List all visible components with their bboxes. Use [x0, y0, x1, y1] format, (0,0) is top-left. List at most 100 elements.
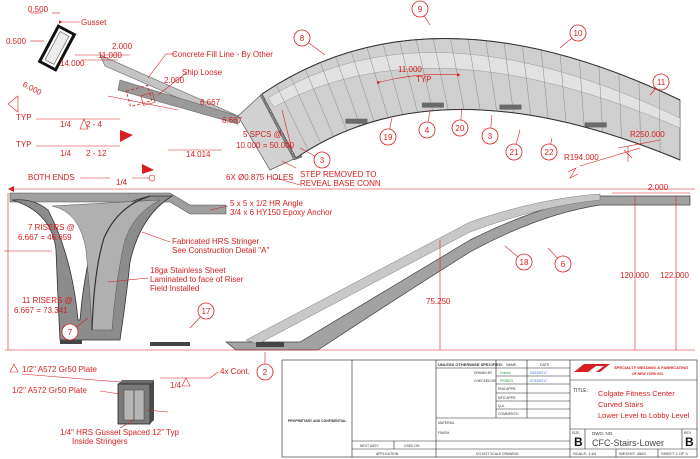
note-sheet-2: Laminated to face of Riser — [150, 275, 244, 284]
stair-treads — [275, 38, 661, 153]
plan-callout-label: 3 — [488, 132, 493, 141]
tb-unless: UNLESS OTHERWISE SPECIFIED: — [438, 362, 503, 367]
elev-callout-label: 17 — [202, 307, 211, 316]
tb-size: B — [574, 435, 583, 449]
tb-used-on: USED ON — [404, 444, 420, 448]
tb-checked-date: 07/15/2017 — [530, 379, 547, 383]
plate-label-2: 1/2" A572 Gr50 Plate — [12, 386, 87, 395]
tb-rev: B — [685, 435, 694, 449]
tb-qa: Q.A. — [498, 404, 505, 408]
plan-callout-circle — [652, 73, 670, 91]
plate-annotations: 1/2" A572 Gr50 Plate 1/2" A572 Gr50 Plat… — [9, 363, 250, 446]
plan-callout-circle — [313, 151, 331, 169]
tb-title-1: Colgate Fitness Center — [598, 389, 675, 398]
dim-2000-a: 2.000 — [112, 42, 133, 51]
plan-callout-label: 8 — [300, 34, 305, 43]
tread-line — [598, 66, 603, 133]
dim-typ: TYP — [416, 75, 432, 84]
dim-spcs-total: 10.000 = 50.000 — [236, 141, 295, 150]
dim-122: 122.000 — [660, 271, 689, 280]
dim-120: 120.000 — [620, 271, 649, 280]
elev-callout-label: 2 — [263, 368, 268, 377]
tb-material: MATERIAL — [438, 421, 455, 425]
elev-callout-circle — [515, 253, 533, 271]
plate-cont: 4x Cont. — [220, 367, 250, 376]
dim-14000: 14.000 — [60, 59, 85, 68]
elev-callout-label: 7 — [68, 328, 73, 337]
note-step-removed-1: STEP REMOVED TO — [300, 170, 376, 179]
bearing-plate — [499, 104, 522, 110]
elev-callout-label: 18 — [520, 258, 529, 267]
plate-detail — [117, 380, 154, 425]
elev-callout-circle — [61, 323, 79, 341]
elev-callout: 18 — [504, 245, 533, 271]
tread-line — [638, 81, 641, 145]
gusset-dim-top: 0.500 — [28, 5, 49, 14]
note-angle-1: 5 x 5 x 1/2 HR Angle — [230, 199, 303, 208]
note-concrete-fill: Concrete Fill Line - By Other — [172, 50, 273, 59]
tb-comments: COMMENTS: — [498, 412, 519, 416]
gusset-detail: 0.500 0.500 6.000 Gusset — [6, 5, 107, 97]
tb-next-assy: NEXT ASSY — [360, 444, 380, 448]
note-angle-2: 3/4 x 6 HY150 Epoxy Anchor — [230, 208, 333, 217]
tread-line — [659, 90, 661, 153]
plan-callout: 3 — [299, 147, 331, 169]
plan-callout-label: 9 — [418, 5, 423, 14]
plan-callout: 10 — [559, 24, 587, 49]
elev-callout: 7 — [61, 317, 89, 341]
elev-callout: 2 — [256, 352, 274, 381]
tread-line — [275, 84, 309, 151]
weld-size-3: 1/4 — [116, 178, 128, 187]
gusset-dim-left: 0.500 — [6, 37, 27, 46]
tb-scale: SCALE: 1:64 — [573, 451, 597, 456]
dim-2000-b: 2.000 — [164, 76, 185, 85]
elev-callout: 17 — [189, 302, 215, 329]
dim-11000-a: 11.000 — [98, 51, 122, 60]
plate-gusset-2: Inside Stringers — [72, 437, 128, 446]
plan-callout-circle — [293, 29, 311, 47]
plate-label-1: 1/2" A572 Gr50 Plate — [22, 365, 97, 374]
plan-callout-circle — [411, 0, 429, 18]
gusset-dim-side: 6.000 — [21, 80, 43, 98]
plan-annotations: 2.000 11.000 14.000 Concrete Fill Line -… — [7, 42, 665, 188]
plan-callout-label: 19 — [384, 133, 393, 142]
tb-eng-appr: ENG APPR. — [498, 387, 516, 391]
plan-callout-circle — [379, 128, 397, 146]
note-stringer-1: Fabricated HRS Stringer — [172, 237, 259, 246]
tread-line — [305, 69, 334, 137]
plan-callout: 19 — [379, 117, 397, 146]
weld-size-2: 1/4 — [60, 149, 72, 158]
plate-gusset-1: 1/4" HRS Gusset Spaced 12" Typ — [60, 428, 179, 437]
note-step-removed-2: REVEAL BASE CONN — [300, 179, 381, 188]
tread-line — [485, 40, 497, 112]
plan-callout-circle — [418, 121, 436, 139]
dim-r250: R250.000 — [630, 130, 665, 139]
tread-line — [335, 56, 361, 126]
tb-mfg-appr: MFG APPR. — [498, 396, 517, 400]
tread-line — [618, 73, 622, 139]
plan-callout-label: 3 — [320, 156, 325, 165]
weld-pitch-2: 2 - 12 — [86, 149, 107, 158]
dim-75: 75.250 — [426, 297, 451, 306]
plan-callout-label: 4 — [425, 126, 430, 135]
dim-risers7-a: 7 RISERS @ — [28, 223, 75, 232]
plan-callout-circle — [569, 24, 587, 42]
dim-risers7-b: 6.667 = 46.659 — [18, 233, 72, 242]
plan-callout: 20 — [451, 107, 469, 137]
dim-risers11-a: 11 RISERS @ — [22, 296, 73, 305]
note-holes: 6X Ø0.875 HOLES — [226, 173, 294, 182]
note-stringer-2: See Construction Detail "A" — [172, 246, 269, 255]
dim-6667-b: 6.667 — [222, 116, 243, 125]
plan-callout-label: 22 — [545, 148, 554, 157]
tb-weight: WEIGHT: 4563 — [619, 451, 646, 456]
tread-line — [559, 54, 567, 123]
plan-callout-circle — [505, 143, 523, 161]
tb-title-label: TITLE: — [573, 388, 588, 394]
tb-drawn: DRAWN BY — [474, 371, 493, 375]
plan-callout-label: 20 — [456, 124, 465, 133]
weld-pitch-1: 2 - 4 — [86, 120, 103, 129]
tb-title-3: Lower Level to Lobby Level — [598, 411, 690, 420]
tread-line — [579, 60, 585, 127]
